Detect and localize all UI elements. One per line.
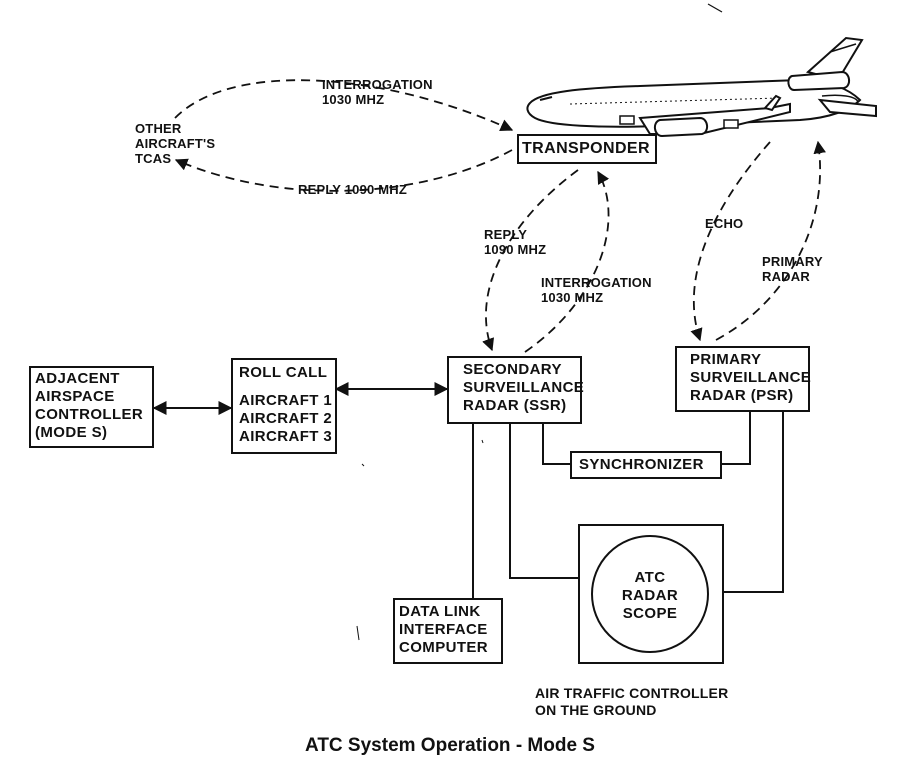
adjacent-controller-box	[29, 366, 154, 448]
datalink-label: DATA LINK INTERFACE COMPUTER	[399, 603, 489, 656]
psr-box	[675, 346, 810, 412]
other-aircraft-tcas-label: OTHER AIRCRAFT'S TCAS	[135, 121, 216, 166]
roll-call-label: ROLL CALL AIRCRAFT 1 AIRCRAFT 2 AIRCRAFT…	[239, 364, 333, 445]
ssr-label: SECONDARY SURVEILLANCE RADAR (SSR)	[463, 361, 585, 414]
ground-controller-label: AIR TRAFFIC CONTROLLER ON THE GROUND	[535, 685, 729, 718]
echo-label: ECHO	[705, 216, 744, 231]
ssr-box	[447, 356, 582, 424]
datalink-box	[393, 598, 503, 664]
aircraft-icon	[526, 36, 877, 138]
radar-scope-icon	[591, 535, 709, 653]
roll-call-box	[231, 358, 337, 454]
tcas-interrogation-label: INTERROGATION 1030 MHZ	[322, 77, 433, 107]
scope-label: ATC RADAR SCOPE	[621, 569, 679, 622]
ssr-reply-label: REPLY 1090 MHZ	[484, 227, 547, 257]
primary-radar-label: PRIMARY RADAR	[762, 254, 823, 284]
ssr-interrogation-label: INTERROGATION 1030 MHZ	[541, 275, 652, 305]
tcas-reply-label: REPLY 1090 MHZ	[298, 182, 408, 197]
synchronizer-label: SYNCHRONIZER	[579, 456, 704, 473]
adjacent-controller-label: ADJACENT AIRSPACE CONTROLLER (MODE S)	[35, 370, 144, 441]
transponder-label: TRANSPONDER	[522, 140, 650, 157]
figure-title: ATC System Operation - Mode S	[305, 735, 595, 756]
synchronizer-box	[570, 451, 722, 479]
transponder-box	[517, 134, 657, 164]
psr-label: PRIMARY SURVEILLANCE RADAR (PSR)	[690, 351, 812, 404]
scope-box	[578, 524, 724, 664]
